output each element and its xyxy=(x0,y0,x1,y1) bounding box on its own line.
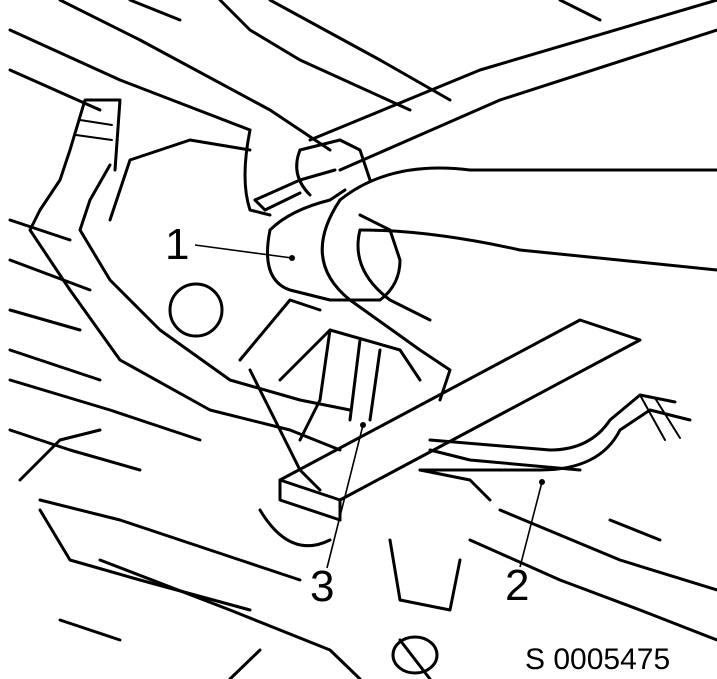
leader-lines xyxy=(194,244,545,569)
clamp-bushing xyxy=(253,138,402,302)
callout-2: 2 xyxy=(505,561,529,610)
callout-3: 3 xyxy=(310,562,334,611)
removal-tool xyxy=(278,0,717,522)
lower-components xyxy=(258,393,692,679)
callout-1: 1 xyxy=(165,220,189,269)
reference-code: S 0005475 xyxy=(525,643,670,676)
chassis-frame xyxy=(8,0,717,679)
stabilizer-bar xyxy=(28,98,717,452)
mount-bracket xyxy=(108,138,422,492)
